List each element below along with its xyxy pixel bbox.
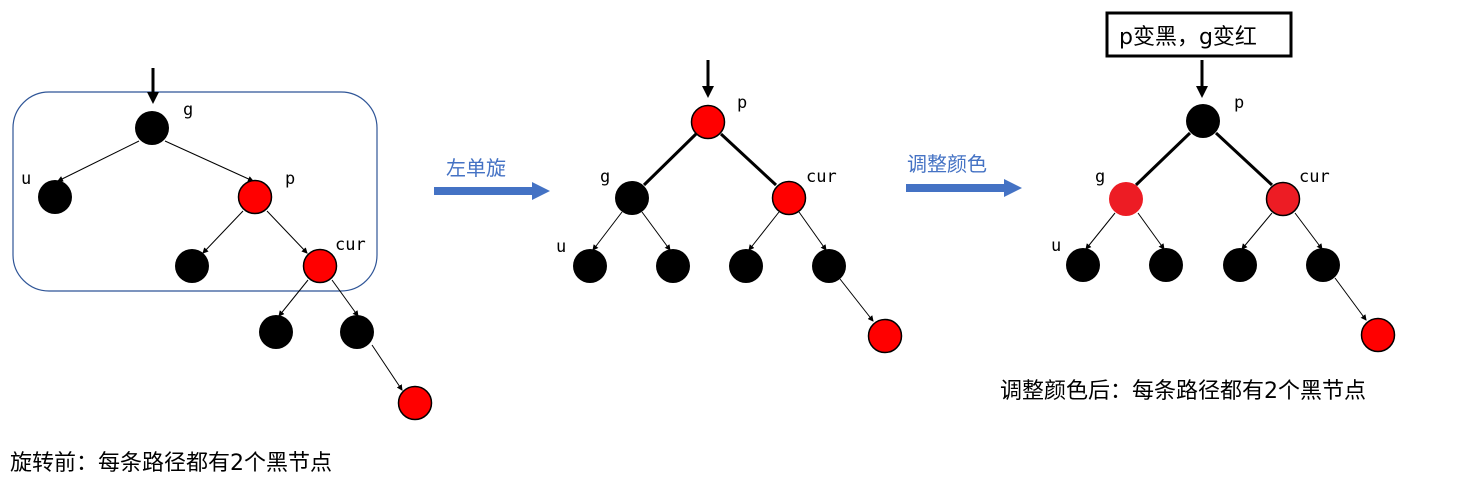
arrow-head — [532, 182, 550, 200]
node-black — [656, 249, 690, 283]
note-text: p变黑，g变红 — [1119, 25, 1257, 50]
note-box — [1105, 11, 1293, 58]
panel-before-rotation: g u p cur 旋转前：每条路径都有2个黑节点 — [10, 68, 433, 476]
node-p-red — [690, 104, 726, 140]
node-cur-red — [1265, 181, 1301, 217]
edge — [719, 132, 778, 187]
node-black — [729, 249, 763, 283]
edge — [1334, 277, 1367, 321]
label-p: p — [285, 169, 295, 189]
edge — [331, 279, 359, 317]
node-cur-red — [771, 180, 807, 216]
node-black — [1149, 248, 1183, 282]
label-cur: cur — [806, 167, 837, 187]
edge — [202, 210, 244, 254]
label-u: u — [1051, 236, 1061, 256]
node-u-black — [573, 249, 607, 283]
operation-label: 左单旋 — [446, 156, 506, 180]
operation-label: 调整颜色 — [907, 152, 987, 176]
edge — [266, 210, 308, 254]
arrow-shaft — [434, 187, 534, 195]
node-cur-red — [302, 248, 338, 284]
node-p-black — [1186, 104, 1220, 138]
edge — [592, 211, 623, 251]
edge — [748, 211, 780, 251]
label-p: p — [737, 93, 747, 113]
edge — [641, 211, 671, 251]
operation-recolor: 调整颜色 — [906, 152, 1022, 197]
node-black — [1306, 248, 1340, 282]
caption-after: 调整颜色后：每条路径都有2个黑节点 — [1000, 379, 1366, 404]
arrow-shaft — [906, 184, 1006, 192]
edge — [1241, 212, 1273, 250]
node-u-black — [38, 180, 72, 214]
node-u-black — [1066, 248, 1100, 282]
caption-before: 旋转前：每条路径都有2个黑节点 — [10, 451, 332, 476]
node-black — [340, 315, 374, 349]
label-g: g — [183, 100, 193, 120]
node-red — [397, 385, 433, 421]
node-p-red — [237, 179, 273, 215]
arrow-head — [1004, 179, 1022, 197]
edge — [798, 211, 827, 251]
panel-after-recolor: p变黑，g变红 p g cur u 调整颜色后：每条路径都有2个黑节点 — [1000, 11, 1396, 404]
node-red — [867, 318, 903, 354]
label-cur: cur — [335, 235, 366, 255]
edge — [1085, 212, 1116, 250]
label-u: u — [556, 237, 566, 257]
node-red — [1360, 317, 1396, 353]
edge — [278, 279, 309, 317]
node-black — [175, 249, 209, 283]
node-black — [812, 249, 846, 283]
node-black — [259, 315, 293, 349]
edge — [839, 278, 874, 322]
edge — [1294, 212, 1323, 250]
edge — [57, 140, 140, 182]
edge — [1137, 212, 1165, 250]
label-u: u — [21, 169, 31, 189]
label-g: g — [1095, 167, 1105, 187]
node-black — [1223, 248, 1257, 282]
node-g-black — [135, 111, 169, 145]
edge — [642, 132, 698, 187]
node-g-red — [1109, 182, 1143, 216]
label-cur: cur — [1299, 167, 1330, 187]
panel-after-rotation: p g cur u — [556, 60, 903, 354]
edge — [1214, 131, 1274, 187]
edge — [1134, 131, 1192, 187]
label-g: g — [600, 167, 610, 187]
subtree-frame — [12, 91, 378, 292]
edge — [164, 140, 254, 182]
edge — [371, 344, 403, 391]
node-g-black — [615, 181, 649, 215]
label-p: p — [1234, 93, 1244, 113]
operation-left-rotate: 左单旋 — [434, 156, 550, 200]
